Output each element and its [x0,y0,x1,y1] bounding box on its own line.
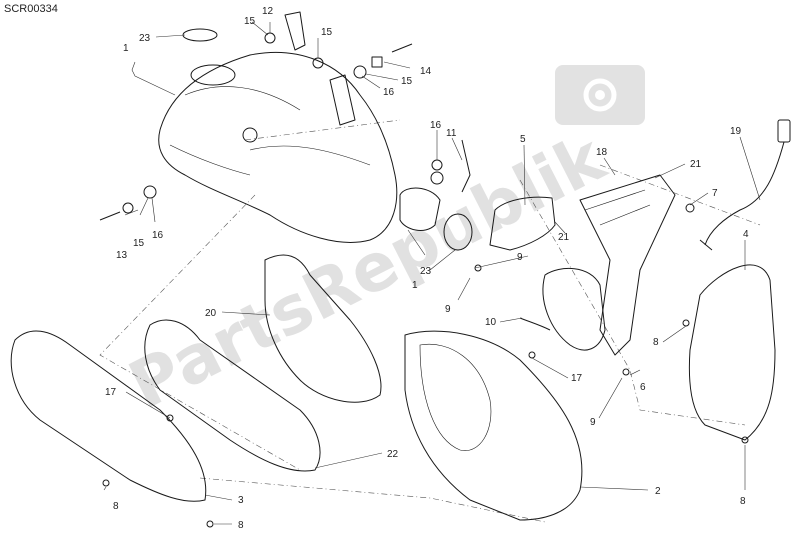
callout-16: 16 [152,230,164,241]
callout-17: 17 [105,387,117,398]
callout-4: 4 [743,229,749,240]
shield-22 [144,319,321,472]
callout-23: 23 [420,266,432,277]
gear-icon [555,65,645,125]
callout-13: 13 [116,250,128,261]
callout-23: 23 [139,33,151,44]
callout-20: 20 [205,308,217,319]
callout-14: 14 [420,66,432,77]
callout-22: 22 [387,449,399,460]
shield-3 [10,330,207,502]
callout-16: 16 [383,87,395,98]
leader-lines [103,21,761,525]
callout-17: 17 [571,373,583,384]
exhaust-headers [542,174,676,356]
document-code: SCR00334 [4,3,58,15]
callout-6: 6 [640,382,646,393]
watermark: PartsRepublik [117,65,645,424]
callout-8: 8 [740,496,746,507]
callout-8: 8 [238,520,244,531]
callout-21: 21 [690,159,702,170]
callout-15: 15 [401,76,413,87]
callout-21: 21 [558,232,570,243]
callout-7: 7 [712,188,718,199]
callouts: 1 23 12 15 15 15 14 16 16 11 5 19 18 21 … [105,6,749,531]
callout-15: 15 [321,27,333,38]
callout-1: 1 [412,280,418,291]
callout-15: 15 [244,16,256,27]
callout-18: 18 [596,147,608,158]
callout-5: 5 [520,134,526,145]
silencer-assembly [158,28,473,251]
callout-11: 11 [446,128,457,139]
heat-shield-20 [264,254,382,403]
callout-8: 8 [653,337,659,348]
cover-2 [404,330,583,521]
callout-9: 9 [445,304,451,315]
callout-1: 1 [123,43,129,54]
heat-shield-4 [688,264,776,441]
callout-2: 2 [655,486,661,497]
callout-9: 9 [590,417,596,428]
callout-8: 8 [113,501,119,512]
heat-shield-5 [489,196,556,251]
callout-12: 12 [262,6,274,17]
callout-19: 19 [730,126,742,137]
callout-15: 15 [133,238,145,249]
callout-16: 16 [430,120,442,131]
callout-9: 9 [517,252,523,263]
callout-3: 3 [238,495,244,506]
assembly-guides [99,119,761,523]
oxygen-sensor-19 [699,119,791,251]
callout-10: 10 [485,317,497,328]
